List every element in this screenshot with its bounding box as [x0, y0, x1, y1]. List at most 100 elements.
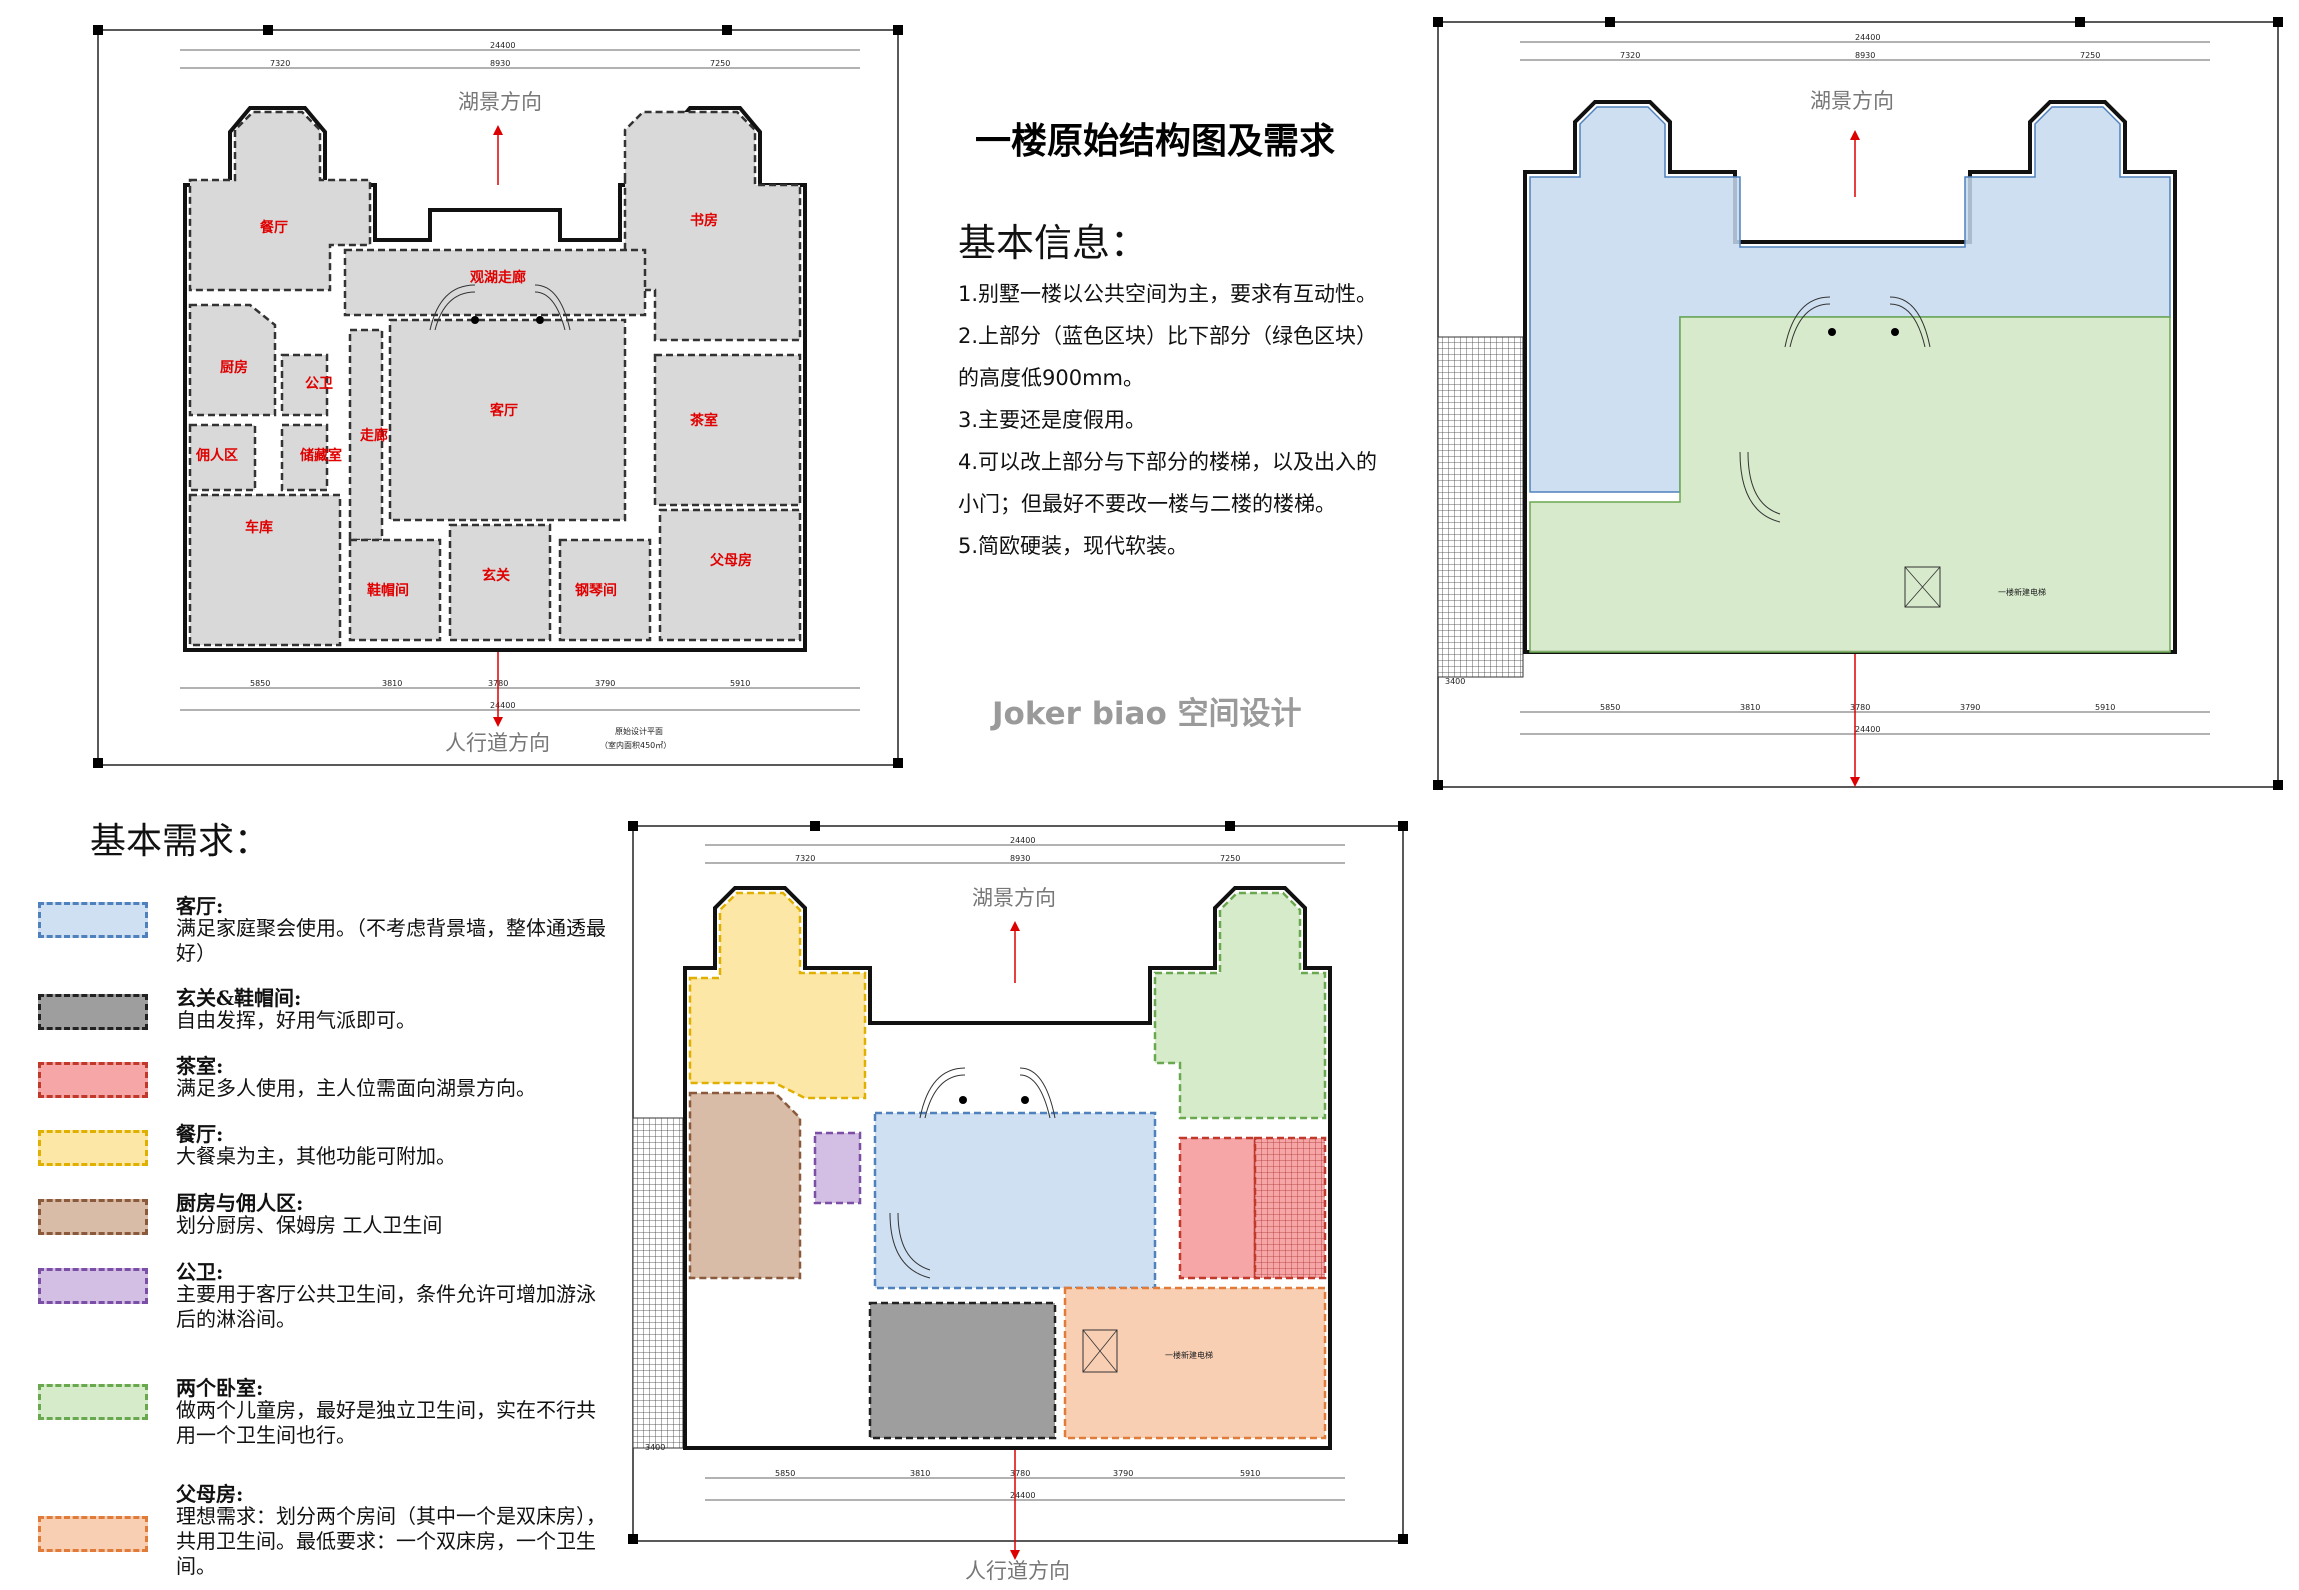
- svg-text:佣人区: 佣人区: [195, 447, 238, 464]
- info-item: 4.可以改上部分与下部分的楼梯，以及出入的: [958, 450, 1378, 474]
- zone-public-wc: [813, 1131, 862, 1205]
- svg-text:5850: 5850: [250, 679, 270, 688]
- legend-swatch: [38, 1516, 148, 1552]
- height-zone-plan: 24400 7320 8930 7250 湖景方向 一楼新建电梯 5850 38…: [1433, 17, 2283, 790]
- svg-text:24400: 24400: [1010, 836, 1035, 845]
- room-dining: [188, 110, 372, 292]
- svg-text:湖景方向: 湖景方向: [1810, 89, 1894, 113]
- legend-desc: 大餐桌为主，其他功能可附加。: [176, 1144, 456, 1168]
- svg-text:7320: 7320: [270, 59, 290, 68]
- svg-text:5910: 5910: [730, 679, 750, 688]
- svg-text:3790: 3790: [595, 679, 615, 688]
- zone-kitchen: [688, 1091, 802, 1280]
- room-tea: [653, 353, 802, 507]
- room-garage: [188, 493, 342, 647]
- svg-text:人行道方向: 人行道方向: [965, 1559, 1070, 1583]
- info-list: 1.别墅一楼以公共空间为主，要求有互动性。 2.上部分（蓝色区块）比下部分（绿色…: [958, 273, 1428, 567]
- info-item: 2.上部分（蓝色区块）比下部分（绿色区块）: [958, 324, 1378, 348]
- svg-text:7250: 7250: [1220, 854, 1240, 863]
- svg-text:人行道方向: 人行道方向: [445, 731, 550, 755]
- room-piano: [558, 538, 652, 642]
- svg-text:24400: 24400: [1855, 33, 1880, 42]
- zone-dining: [688, 891, 867, 1100]
- legend-swatch: [38, 1199, 148, 1235]
- legend-swatch: [38, 902, 148, 938]
- svg-text:8930: 8930: [1010, 854, 1030, 863]
- svg-text:走廊: 走廊: [360, 427, 388, 444]
- room-storage: [280, 423, 329, 492]
- svg-text:茶室: 茶室: [689, 412, 718, 429]
- svg-text:餐厅: 餐厅: [259, 219, 288, 236]
- svg-text:8930: 8930: [490, 59, 510, 68]
- legend-title: 餐厅:: [176, 1122, 224, 1146]
- legend-swatch: [38, 1062, 148, 1098]
- info-item: 的高度低900mm。: [958, 366, 1144, 390]
- zone-parents: [1063, 1286, 1327, 1440]
- svg-text:湖景方向: 湖景方向: [972, 886, 1056, 910]
- svg-text:一楼新建电梯: 一楼新建电梯: [1998, 587, 2046, 597]
- svg-text:玄关: 玄关: [482, 567, 510, 584]
- legend-title: 两个卧室:: [176, 1376, 264, 1400]
- info-item: 3.主要还是度假用。: [958, 408, 1147, 432]
- svg-text:3790: 3790: [1960, 703, 1980, 712]
- legend-desc: 主要用于客厅公共卫生间，条件允许可增加游泳后的淋浴间。: [176, 1282, 596, 1331]
- svg-text:3810: 3810: [382, 679, 402, 688]
- frame-marker: [93, 25, 103, 35]
- zone-tea: [1178, 1136, 1257, 1280]
- svg-text:父母房: 父母房: [709, 552, 752, 569]
- svg-text:鞋帽间: 鞋帽间: [367, 582, 409, 599]
- svg-text:书房: 书房: [690, 212, 718, 229]
- room-kitchen: [188, 303, 277, 417]
- legend-desc: 理想需求：划分两个房间（其中一个是双床房），共用卫生间。最低要求：一个双床房，一…: [176, 1504, 606, 1578]
- svg-text:24400: 24400: [490, 701, 515, 710]
- info-item: 5.简欧硬装，现代软装。: [958, 534, 1189, 558]
- requirements-floor-plan: 24400 7320 8930 7250 湖景方向 一楼新建电梯: [628, 821, 1408, 1583]
- svg-text:24400: 24400: [1855, 725, 1880, 734]
- svg-text:8930: 8930: [1855, 51, 1875, 60]
- legend-swatch: [38, 1384, 148, 1420]
- zone-bedrooms: [1153, 891, 1327, 1120]
- info-item: 1.别墅一楼以公共空间为主，要求有互动性。: [958, 282, 1378, 306]
- svg-text:24400: 24400: [490, 41, 515, 50]
- legend-desc: 自由发挥，好用气派即可。: [176, 1008, 416, 1032]
- svg-text:车库: 车库: [245, 519, 273, 536]
- room-study: [623, 110, 802, 342]
- zone-living: [873, 1111, 1157, 1290]
- legend-desc: 满足家庭聚会使用。（不考虑背景墙，整体通透最好）: [176, 916, 606, 965]
- svg-text:7320: 7320: [1620, 51, 1640, 60]
- svg-text:一楼新建电梯: 一楼新建电梯: [1165, 1350, 1213, 1360]
- requirements-heading: 基本需求：: [90, 821, 271, 862]
- svg-text:24400: 24400: [1010, 1491, 1035, 1500]
- legend-title: 公卫:: [176, 1260, 224, 1284]
- svg-text:7320: 7320: [795, 854, 815, 863]
- legend-swatch: [38, 1268, 148, 1304]
- svg-text:3780: 3780: [1010, 1469, 1030, 1478]
- svg-text:储藏室: 储藏室: [299, 447, 342, 464]
- svg-text:5850: 5850: [1600, 703, 1620, 712]
- info-heading: 基本信息：: [958, 221, 1149, 265]
- svg-text:5910: 5910: [1240, 1469, 1260, 1478]
- legend-title: 茶室:: [176, 1054, 224, 1078]
- legend-title: 玄关&鞋帽间:: [176, 986, 302, 1010]
- brand-label: Joker biao 空间设计: [992, 696, 1302, 732]
- legend-title: 厨房与佣人区:: [176, 1191, 304, 1215]
- svg-text:原始设计平面: 原始设计平面: [615, 726, 663, 736]
- svg-text:湖景方向: 湖景方向: [458, 90, 542, 114]
- legend-title: 父母房:: [176, 1482, 244, 1506]
- room-public-wc: [280, 353, 329, 417]
- svg-text:厨房: 厨房: [220, 359, 248, 376]
- svg-text:观湖走廊: 观湖走廊: [470, 269, 526, 286]
- room-lake-corridor: [343, 248, 647, 317]
- svg-text:5850: 5850: [775, 1469, 795, 1478]
- page-title: 一楼原始结构图及需求: [975, 121, 1336, 162]
- zone-tea-grid: [1253, 1136, 1327, 1280]
- original-floor-plan: 24400 7320 8930 7250 湖景方向 餐厅 书房 观湖走廊 厨房 …: [93, 25, 903, 768]
- svg-text:5910: 5910: [2095, 703, 2115, 712]
- svg-text:3810: 3810: [1740, 703, 1760, 712]
- legend-swatch: [38, 994, 148, 1030]
- svg-text:3790: 3790: [1113, 1469, 1133, 1478]
- legend-desc: 做两个儿童房，最好是独立卫生间，实在不行共用一个卫生间也行。: [176, 1398, 596, 1447]
- svg-text:客厅: 客厅: [489, 402, 518, 419]
- legend-swatch: [38, 1130, 148, 1166]
- room-shoe: [348, 538, 442, 642]
